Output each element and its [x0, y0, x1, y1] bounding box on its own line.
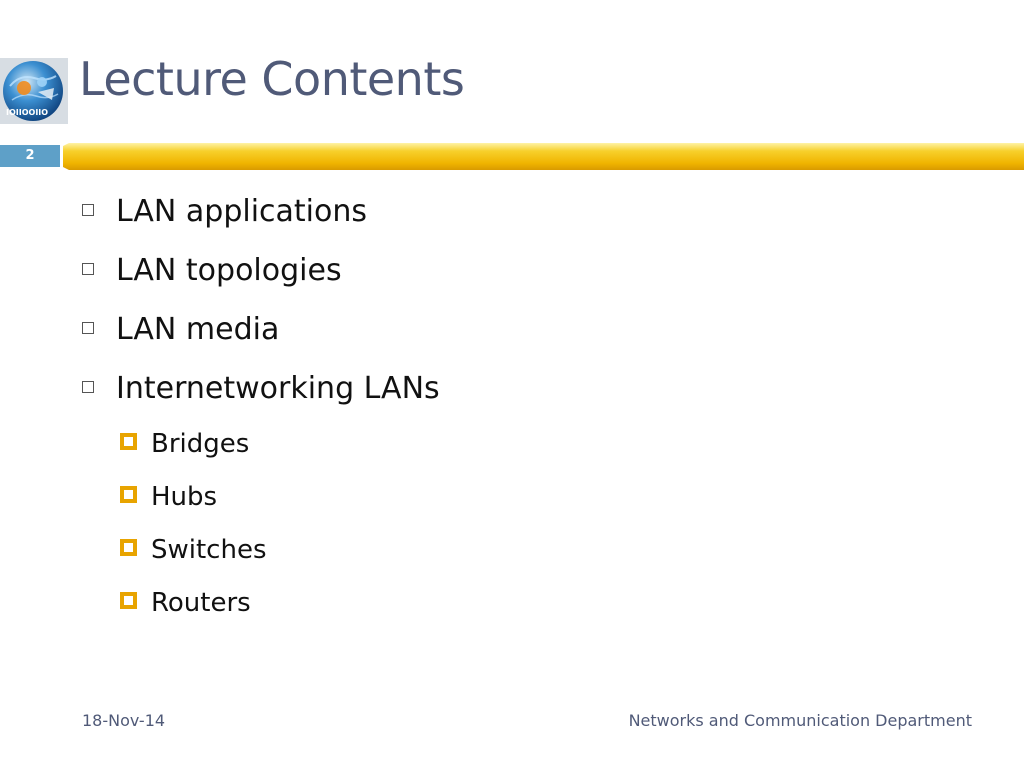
orange-square-icon	[120, 486, 137, 503]
footer-department: Networks and Communication Department	[628, 711, 972, 730]
bullet-item: Internetworking LANs	[82, 371, 440, 406]
orange-square-icon	[120, 592, 137, 609]
bullet-item: LAN topologies	[82, 253, 342, 288]
bullet-text: LAN applications	[116, 194, 368, 229]
slide-title: Lecture Contents	[79, 52, 465, 106]
sub-bullet-item: Bridges	[120, 429, 249, 459]
bullet-text: LAN media	[116, 312, 280, 347]
bullet-item: LAN applications	[82, 194, 367, 229]
bullet-text: Internetworking LANs	[116, 371, 440, 406]
title-accent-bar	[63, 143, 1024, 170]
bullet-list: LAN applications LAN topologies LAN medi…	[82, 194, 440, 618]
hollow-square-icon	[82, 262, 94, 275]
svg-text:IOIIOOIIO: IOIIOOIIO	[6, 108, 48, 117]
hollow-square-icon	[82, 203, 94, 216]
bullet-item: LAN media	[82, 312, 279, 347]
hollow-square-icon	[82, 380, 94, 393]
sub-bullet-item: Switches	[120, 535, 267, 565]
slide-number: 2	[0, 145, 60, 167]
sub-bullet-item: Routers	[120, 588, 251, 618]
orange-square-icon	[120, 433, 137, 450]
sub-bullet-text: Hubs	[151, 482, 218, 512]
sub-bullet-item: Hubs	[120, 482, 217, 512]
sub-bullet-text: Bridges	[151, 429, 250, 459]
sub-bullet-text: Switches	[151, 535, 267, 565]
globe-logo-icon: IOIIOOIIO	[0, 58, 68, 124]
orange-square-icon	[120, 539, 137, 556]
hollow-square-icon	[82, 321, 94, 334]
sub-bullet-text: Routers	[151, 588, 251, 618]
bullet-text: LAN topologies	[116, 253, 342, 288]
footer-date: 18-Nov-14	[82, 711, 166, 730]
